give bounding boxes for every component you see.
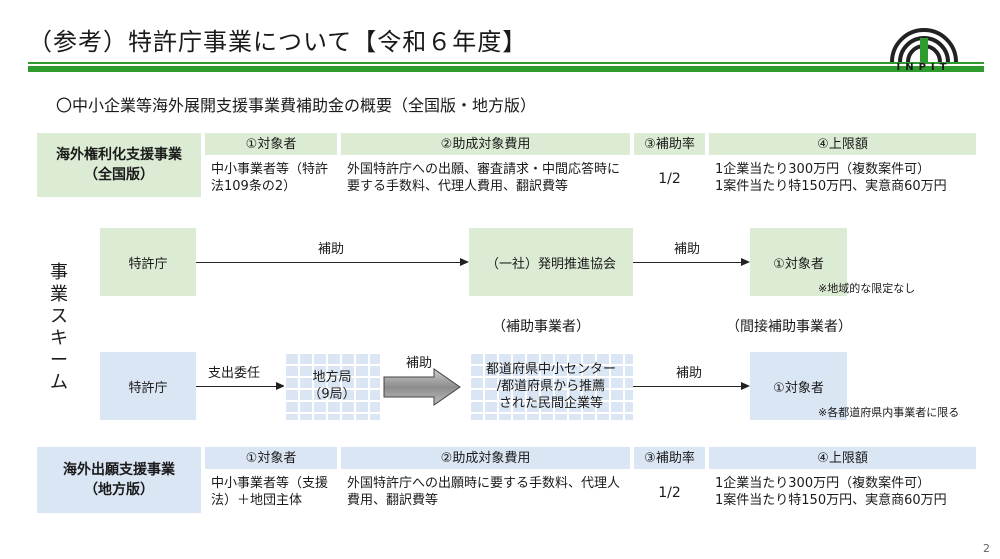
caption-subsidy-operator: （補助事業者） xyxy=(492,316,590,336)
regional-header-target: ①対象者 xyxy=(205,447,337,469)
row1-note: ※地域的な限定なし xyxy=(818,280,915,296)
row2-arrow2-line xyxy=(633,386,741,387)
logo-text: INPIT xyxy=(884,62,964,73)
title-divider-thin xyxy=(28,62,984,64)
row2-bureau-label: 地方局 （9局） xyxy=(284,352,380,420)
row2-source-box: 特許庁 xyxy=(100,352,196,420)
scheme-vertical-label: 事業スキーム xyxy=(48,262,70,394)
title-divider-thick xyxy=(28,66,984,72)
row2-arrow1-label: 支出委任 xyxy=(208,362,260,381)
national-costs-cell: 外国特許庁への出願、審査請求・中間応答時に要する手数料、代理人費用、翻訳費等 xyxy=(341,159,630,199)
row2-arrow1-line xyxy=(196,386,276,387)
regional-limit-cell: 1企業当たり300万円（複数案件可） 1案件当たり特150万円、実意商60万円 xyxy=(709,473,976,513)
national-target-cell: 中小事業者等（特許法109条の2） xyxy=(205,159,337,199)
regional-costs-cell: 外国特許庁への出願時に要する手数料、代理人費用、翻訳費等 xyxy=(341,473,630,513)
national-header-rate: ③補助率 xyxy=(634,133,705,155)
row2-center-label: 都道府県中小センター /都道府県から推薦 された民間企業等 xyxy=(469,352,633,420)
row1-arrow1-label: 補助 xyxy=(318,238,344,257)
page-number: 2 xyxy=(983,542,990,555)
row1-arrow1-line xyxy=(196,262,460,263)
caption-indirect-operator: （間接補助事業者） xyxy=(726,316,852,336)
national-program-label: 海外権利化支援事業 （全国版） xyxy=(37,133,201,197)
row2-arrow2-label: 補助 xyxy=(676,362,702,381)
row1-middle-box: （一社）発明推進協会 xyxy=(469,228,633,296)
regional-header-costs: ②助成対象費用 xyxy=(341,447,630,469)
row2-big-arrow-label: 補助 xyxy=(406,352,432,371)
national-header-costs: ②助成対象費用 xyxy=(341,133,630,155)
row2-arrow2-head-icon xyxy=(741,382,750,390)
regional-rate-cell: 1/2 xyxy=(634,473,705,513)
row1-arrow2-head-icon xyxy=(741,258,750,266)
row2-big-arrow-icon xyxy=(382,368,462,406)
regional-header-limit: ④上限額 xyxy=(709,447,976,469)
row2-note: ※各都道府県内事業者に限る xyxy=(818,404,959,420)
row1-source-box: 特許庁 xyxy=(100,228,196,296)
row1-arrow2-line xyxy=(633,262,741,263)
section-subtitle: 〇中小企業等海外展開支援事業費補助金の概要（全国版・地方版） xyxy=(56,92,536,116)
national-limit-cell: 1企業当たり300万円（複数案件可） 1案件当たり特150万円、実意商60万円 xyxy=(709,159,976,199)
regional-program-label: 海外出願支援事業 （地方版） xyxy=(37,447,201,513)
row1-arrow2-label: 補助 xyxy=(674,238,700,257)
national-header-target: ①対象者 xyxy=(205,133,337,155)
national-rate-cell: 1/2 xyxy=(634,159,705,199)
national-header-limit: ④上限額 xyxy=(709,133,976,155)
regional-target-cell: 中小事業者等（支援法）＋地団主体 xyxy=(205,473,337,513)
page-title: （参考）特許庁事業について【令和６年度】 xyxy=(28,22,527,57)
row1-arrow1-head-icon xyxy=(460,258,469,266)
regional-header-rate: ③補助率 xyxy=(634,447,705,469)
